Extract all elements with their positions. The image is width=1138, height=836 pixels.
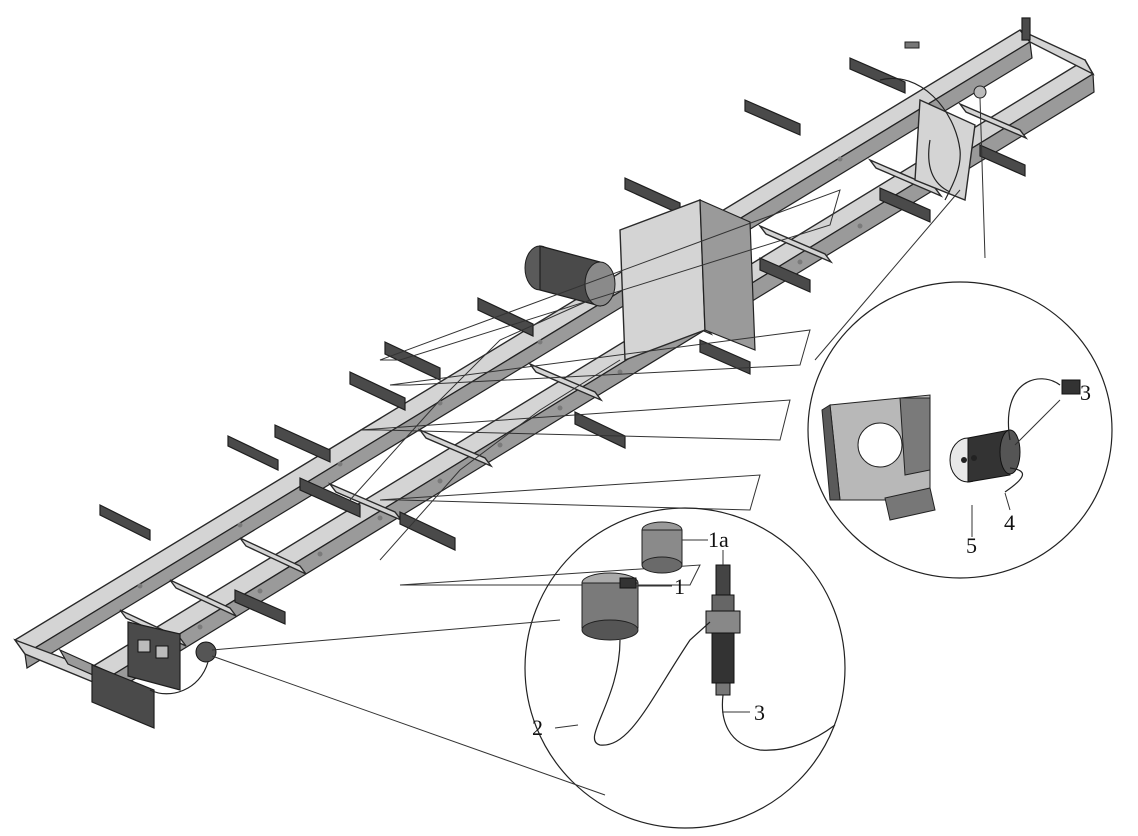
hatched-overlay bbox=[349, 189, 841, 586]
rear-sensor-mount bbox=[127, 621, 217, 695]
callout-upper-3: 3 bbox=[1080, 380, 1091, 405]
callout-5: 5 bbox=[966, 533, 977, 558]
actuator-motor bbox=[949, 378, 1081, 493]
chassis-frame bbox=[13, 17, 1095, 729]
lower-detail-callout: 1a 1 2 3 bbox=[211, 507, 846, 829]
callout-2: 2 bbox=[532, 715, 543, 740]
callout-4: 4 bbox=[1004, 510, 1015, 535]
part-3-sensor bbox=[705, 550, 741, 696]
fuel-tank-cylinder bbox=[524, 245, 616, 307]
part-1a-cap bbox=[641, 521, 708, 574]
callout-1a: 1a bbox=[708, 527, 729, 552]
callout-3: 3 bbox=[754, 700, 765, 725]
upper-detail-callout: 3 4 5 bbox=[807, 97, 1113, 579]
part-1-housing bbox=[581, 572, 672, 641]
callout-1: 1 bbox=[674, 574, 685, 599]
mounting-plate bbox=[821, 394, 936, 521]
